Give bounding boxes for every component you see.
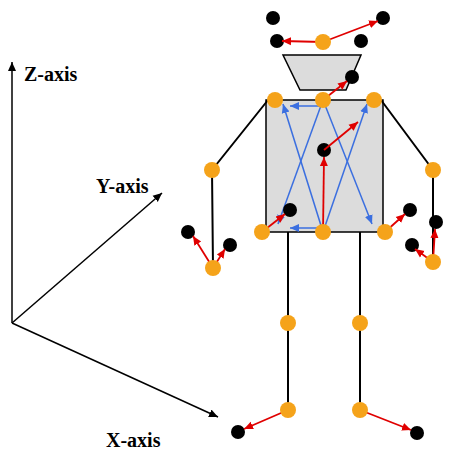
axis-label: X-axis: [106, 430, 160, 450]
axis-label: Y-axis: [96, 176, 149, 196]
axis-label: Z-axis: [24, 64, 77, 84]
